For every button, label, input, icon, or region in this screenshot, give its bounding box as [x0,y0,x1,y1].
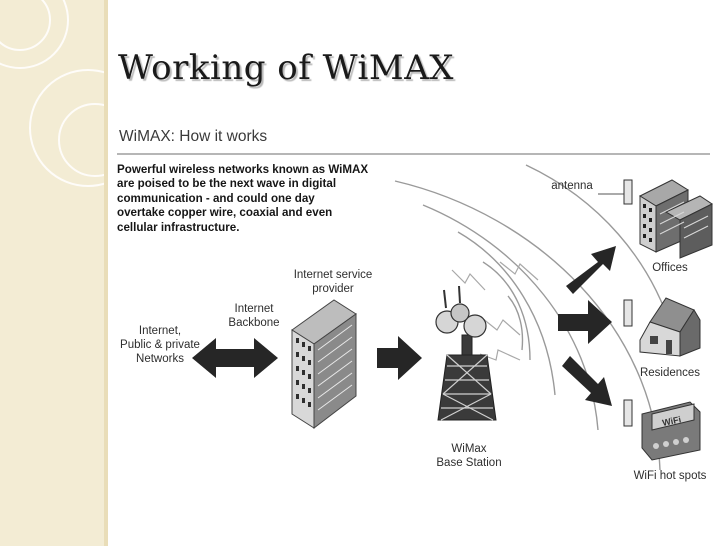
residence-house-icon [623,297,701,357]
base-station-label: WiMax Base Station [425,442,513,470]
internet-backbone-label: Internet Backbone [214,302,294,330]
offices-label: Offices [652,262,688,274]
label-line: provider [312,283,354,295]
wifi-hotspots-label: WiFi hot spots [633,470,707,482]
wifi-sign-text: WiFi [661,414,682,428]
band-edge [104,0,108,546]
slide-title: Working of WiMAX [118,48,454,88]
intro-line: Powerful wireless networks known as WiMA… [117,163,369,176]
double-arrow-icon [192,338,278,378]
arrow-down-right-icon [562,356,612,406]
residences-label: Residences [639,367,701,379]
label-line: Public & private [120,339,200,351]
label-line: Internet service [293,269,373,281]
intro-line: communication - and could one day [117,191,315,205]
decorative-left-band [0,0,147,546]
label-line: Internet [234,303,274,315]
antenna-label: antenna [551,180,593,192]
isp-label: Internet service provider [278,268,388,296]
intro-paragraph: Powerful wireless networks known as WiMA… [117,163,382,235]
label-line: Base Station [436,457,502,469]
signal-zigzags [451,261,539,361]
label-line: WiMax [451,443,487,455]
antenna-icon [623,179,633,205]
intro-line: overtake copper wire, coaxial and even [117,206,333,220]
label-line: Internet, [138,325,182,337]
isp-building-icon [291,299,357,430]
diagram-subtitle: WiMAX: How it works [119,128,268,145]
base-station-tower-icon [435,285,497,421]
intro-line: are poised to be the next wave in digita… [117,177,337,191]
label-line: Networks [136,353,184,365]
arrow-up-right-icon [566,246,616,294]
intro-line: cellular infrastructure. [117,220,240,234]
arrow-right-icon-2 [558,300,612,344]
internet-networks-label: Internet, Public & private Networks [108,324,212,366]
wifi-hotspot-building-icon: WiFi [623,399,701,461]
office-buildings-icon [638,179,713,259]
label-line: Backbone [228,317,280,329]
arrow-right-icon [377,336,422,380]
